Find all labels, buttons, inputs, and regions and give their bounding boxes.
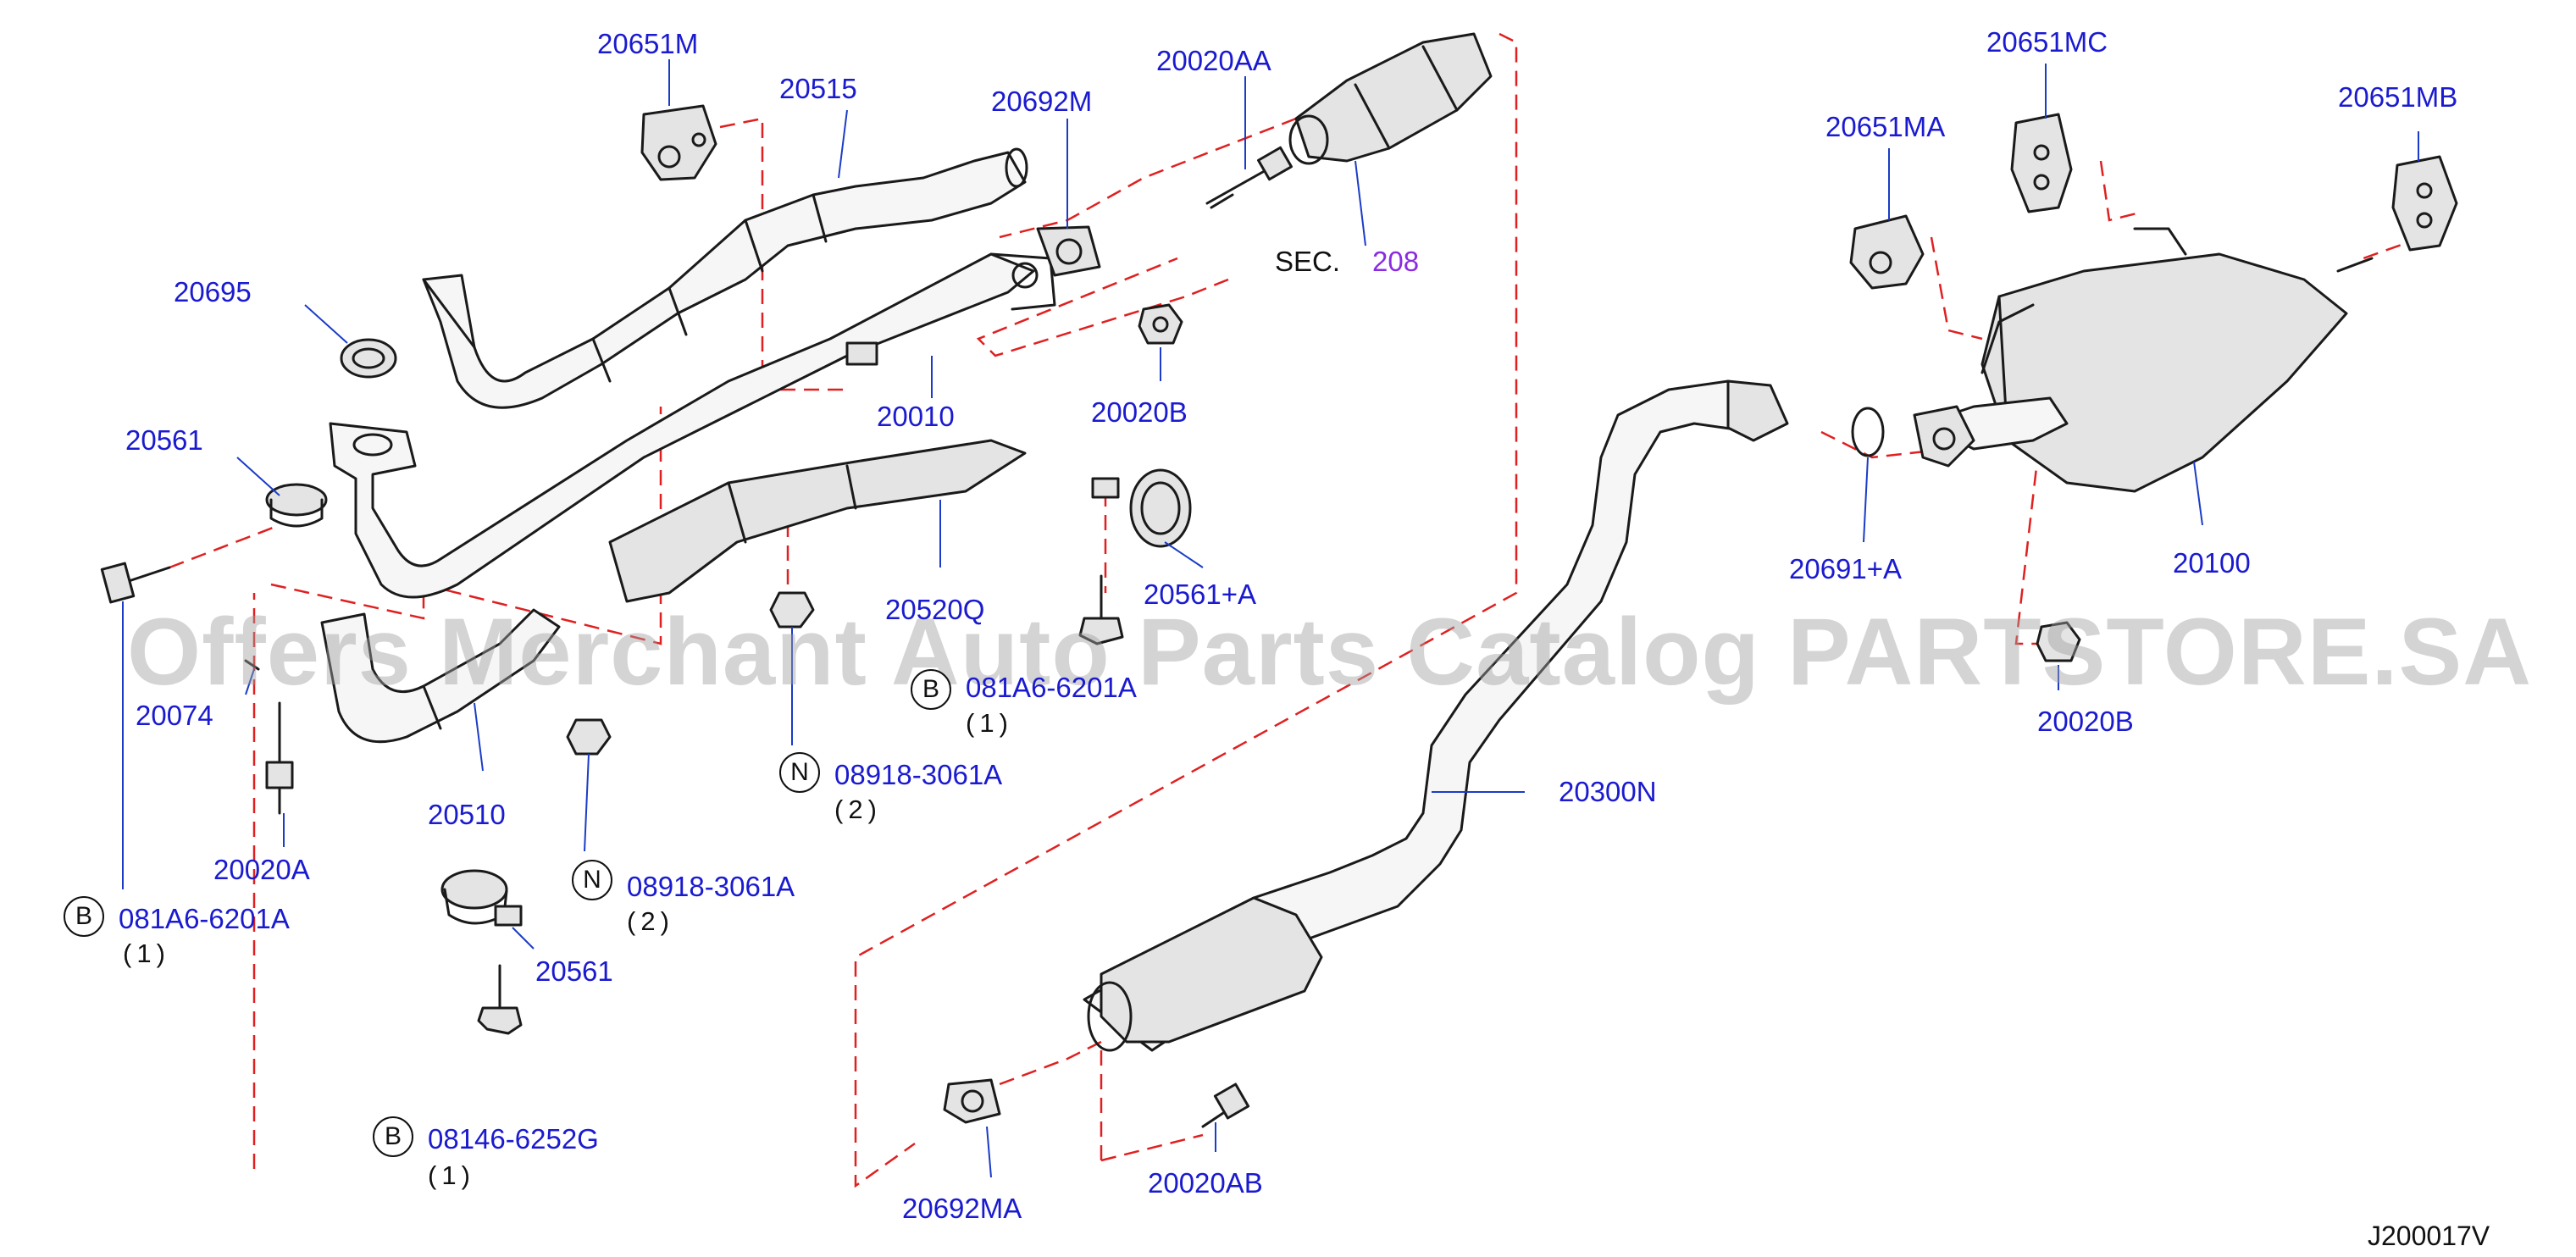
nut-08918-lower: [566, 718, 612, 756]
gasket-20691A: [1851, 407, 1885, 457]
gasket-20695: [340, 338, 397, 379]
label-20074[interactable]: 20074: [136, 700, 213, 731]
label-20692M[interactable]: 20692M: [991, 86, 1093, 117]
label-20695[interactable]: 20695: [174, 276, 252, 307]
bolt-081A6-left: [100, 562, 171, 604]
bolt-081A6-mid: [1078, 574, 1124, 645]
qty-bolt-bottom: (1): [428, 1160, 475, 1190]
nut-08918-center: [769, 591, 815, 628]
section-link-208[interactable]: 208: [1372, 246, 1420, 277]
label-20651MC[interactable]: 20651MC: [1986, 26, 2108, 58]
label-20020AB[interactable]: 20020AB: [1148, 1167, 1263, 1199]
muffler-20100: [1913, 227, 2374, 493]
label-20561-top[interactable]: 20561: [125, 424, 203, 456]
label-20020B-top[interactable]: 20020B: [1091, 396, 1188, 428]
label-20651MA[interactable]: 20651MA: [1825, 111, 1946, 142]
section-prefix: SEC.: [1275, 246, 1341, 277]
hanger-20651MB: [2391, 155, 2458, 252]
pipe-20010: [329, 252, 1056, 599]
qty-bolt-mid: (1): [966, 708, 1013, 738]
qty-nut-lower: (2): [627, 906, 674, 936]
qty-nut-center: (2): [834, 795, 882, 824]
clamp-20561A: [1091, 468, 1192, 548]
label-20300N[interactable]: 20300N: [1559, 776, 1657, 807]
label-20692MA[interactable]: 20692MA: [902, 1193, 1022, 1224]
gasket-20692M: [1036, 225, 1101, 277]
hanger-20651M: [640, 104, 717, 181]
label-20691A[interactable]: 20691+A: [1789, 553, 1903, 584]
diagram-code: J200017V: [2368, 1221, 2490, 1251]
bolt-08146-bottom: [477, 964, 523, 1035]
label-20651MB[interactable]: 20651MB: [2338, 81, 2458, 113]
nut-20020B-top: [1138, 303, 1183, 345]
nut-20020B-right: [2036, 621, 2081, 662]
sensor-20020A: [265, 701, 294, 815]
clamp-20561-top: [265, 483, 328, 528]
front-pipe-20515: [422, 147, 1028, 409]
label-20510[interactable]: 20510: [428, 799, 506, 830]
label-20651M[interactable]: 20651M: [597, 28, 699, 59]
label-20515[interactable]: 20515: [779, 73, 857, 104]
catalyst-sec208: [1288, 32, 1493, 165]
label-20020AA[interactable]: 20020AA: [1156, 45, 1271, 76]
label-20020B-right[interactable]: 20020B: [2037, 706, 2134, 737]
label-20561-bottom[interactable]: 20561: [535, 955, 613, 987]
nut-symbol-center: N: [779, 752, 820, 793]
label-08918-3061A-center[interactable]: 08918-3061A: [834, 759, 1003, 790]
bolt-symbol-bottom: B: [373, 1116, 413, 1157]
label-20520Q[interactable]: 20520Q: [885, 594, 985, 625]
hanger-20651MC: [2010, 113, 2073, 213]
label-20561A[interactable]: 20561+A: [1144, 579, 1257, 610]
label-20100[interactable]: 20100: [2173, 547, 2251, 579]
label-20010[interactable]: 20010: [877, 401, 955, 432]
center-pipe-20300N: [1083, 379, 1789, 1052]
nut-symbol-lower: N: [572, 860, 612, 900]
label-081A6-6201A-left[interactable]: 081A6-6201A: [119, 903, 290, 934]
pipe-20510: [320, 608, 561, 744]
sensor-20074: [244, 659, 260, 671]
hanger-20651MA: [1849, 214, 1925, 290]
label-08918-3061A-lower[interactable]: 08918-3061A: [627, 871, 795, 902]
label-08146-6252G[interactable]: 08146-6252G: [428, 1123, 599, 1155]
bolt-20020AB: [1201, 1083, 1250, 1128]
clamp-20561-bottom: [440, 869, 523, 927]
qty-bolt-left: (1): [123, 939, 170, 968]
gasket-20692MA: [943, 1078, 1001, 1124]
label-20020A[interactable]: 20020A: [213, 854, 310, 885]
label-081A6-6201A-mid[interactable]: 081A6-6201A: [966, 672, 1137, 703]
leader-lines: [122, 59, 2419, 1178]
heat-shield-20520Q: [608, 439, 1027, 603]
bolt-symbol-left: B: [64, 896, 104, 937]
stud-20020AA: [1205, 146, 1293, 209]
bolt-symbol-mid: B: [911, 669, 951, 710]
